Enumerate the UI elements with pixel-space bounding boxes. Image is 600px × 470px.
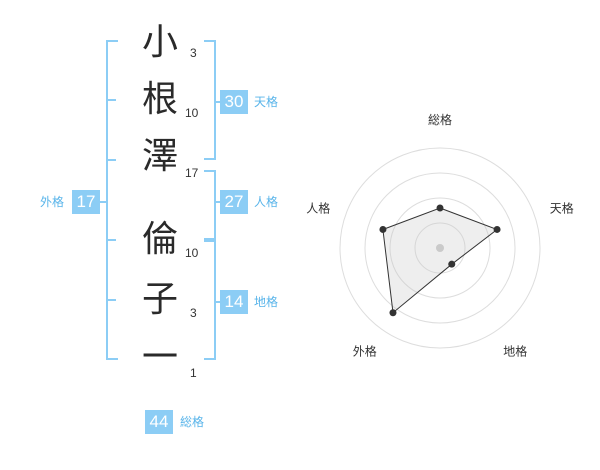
name-char-1: 小 — [141, 22, 178, 63]
name-char-3: 澤 — [141, 136, 178, 177]
radar-axis-label: 総格 — [428, 112, 452, 127]
name-char-5: 子 — [141, 279, 178, 320]
radar-grid-ring — [414, 222, 466, 274]
jinkaku-bracket — [204, 170, 216, 240]
jinkaku-value: 27 — [220, 190, 248, 214]
jinkaku-label: 人格 — [254, 195, 279, 209]
stroke-count-6: 1 — [190, 366, 197, 380]
stroke-count-4: 10 — [185, 246, 199, 260]
bracket-tick — [106, 239, 116, 241]
stroke-count-5: 3 — [190, 306, 197, 320]
chikaku-bracket — [204, 240, 216, 360]
radar-axis-label: 外格 — [353, 344, 377, 359]
soukaku-label: 総格 — [180, 415, 205, 429]
bracket-connector — [214, 201, 222, 203]
radar-series-area — [382, 207, 499, 314]
bracket-connector — [214, 301, 222, 303]
radar-center-dot — [436, 244, 444, 252]
bracket-tick — [106, 159, 116, 161]
radar-point — [436, 204, 444, 212]
radar-point — [448, 260, 456, 268]
tenkaku-bracket — [204, 40, 216, 160]
bracket-connector — [100, 201, 108, 203]
gaikaku-label: 外格 — [40, 195, 65, 209]
soukaku-value: 44 — [145, 410, 173, 434]
tenkaku-label: 天格 — [254, 95, 279, 109]
radar-axis-label: 天格 — [550, 200, 574, 215]
radar-axis-label: 人格 — [306, 200, 330, 215]
name-char-2: 根 — [141, 79, 178, 120]
radar-point — [493, 225, 501, 233]
bracket-tick — [106, 299, 116, 301]
chikaku-value: 14 — [220, 290, 248, 314]
tenkaku-value: 30 — [220, 90, 248, 114]
radar-point — [389, 309, 397, 317]
name-char-6: 一 — [141, 337, 178, 378]
gaikaku-value: 17 — [72, 190, 100, 214]
bracket-connector — [214, 101, 222, 103]
chikaku-label: 地格 — [254, 295, 279, 309]
bracket-tick — [106, 99, 116, 101]
stroke-count-1: 3 — [190, 46, 197, 60]
radar-grid-ring — [389, 197, 491, 299]
radar-grid-ring — [364, 172, 516, 324]
radar-grid-ring — [339, 147, 541, 349]
gaikaku-bracket — [106, 40, 118, 360]
stroke-count-2: 10 — [185, 106, 199, 120]
radar-point — [379, 225, 387, 233]
name-char-4: 倫 — [141, 219, 178, 260]
radar-axis-label: 地格 — [503, 344, 527, 359]
stroke-count-3: 17 — [185, 166, 199, 180]
